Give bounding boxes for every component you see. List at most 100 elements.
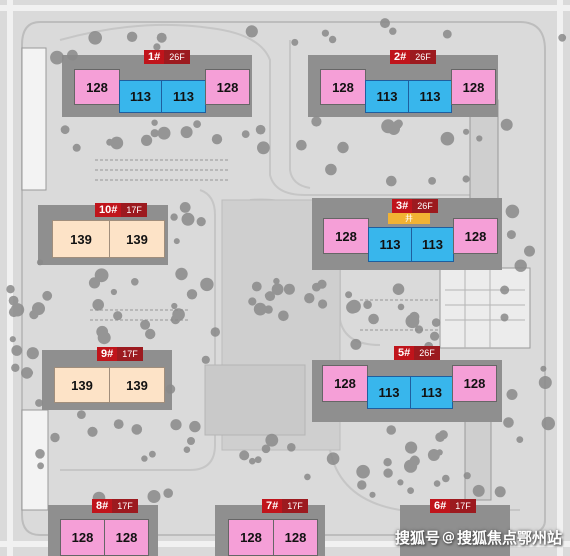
tree: [296, 139, 307, 151]
building-number: 1#: [144, 50, 165, 64]
tree: [126, 31, 138, 42]
building-8-unit: 128: [60, 519, 105, 556]
building-number: 6#: [430, 499, 451, 513]
tree: [35, 449, 45, 459]
tree: [180, 126, 193, 139]
tree: [241, 130, 250, 139]
building-9-label: 9# 17F: [97, 347, 143, 361]
building-1-unit: 113: [119, 80, 162, 113]
floor-count: 26F: [412, 199, 438, 213]
tree: [35, 399, 43, 407]
tree: [383, 468, 393, 478]
tree: [9, 336, 16, 343]
tree: [428, 177, 436, 185]
tree: [345, 291, 353, 299]
tree: [350, 338, 362, 350]
tree: [397, 479, 404, 486]
tree: [171, 302, 178, 310]
tree: [147, 490, 161, 503]
tree: [183, 446, 191, 454]
tree: [254, 456, 262, 464]
tree: [110, 288, 117, 296]
tree: [36, 259, 44, 266]
club-building-lines: [445, 268, 525, 348]
floor-count: 26F: [410, 50, 436, 64]
tree: [145, 328, 156, 340]
parking-stripes: [90, 309, 190, 321]
tree: [151, 119, 158, 126]
tree: [462, 175, 470, 183]
building-5-unit: 113: [410, 376, 453, 409]
tree: [541, 416, 555, 431]
tree: [186, 289, 198, 300]
tree: [500, 285, 510, 295]
tree: [393, 120, 403, 129]
tree: [318, 299, 328, 309]
tree: [96, 325, 109, 338]
tree: [211, 134, 223, 145]
tree: [436, 449, 443, 456]
floor-count: 26F: [164, 50, 190, 64]
building-footprint: [400, 505, 510, 556]
building-3-unit: 128: [453, 218, 498, 254]
building-3-label: 3# 26F: [392, 199, 438, 213]
building-number: 3#: [392, 199, 413, 213]
tree: [251, 281, 262, 292]
building-8-unit: 128: [104, 519, 149, 556]
stairwell-marker: 井: [388, 213, 430, 224]
tree: [409, 311, 420, 322]
tree: [273, 277, 280, 285]
watermark-account: 搜狐号: [394, 529, 440, 547]
tree: [50, 432, 60, 443]
tree: [524, 245, 535, 257]
tree: [11, 345, 23, 356]
building-1-unit: 113: [161, 80, 206, 113]
tree: [505, 204, 520, 219]
tree: [265, 433, 279, 447]
tree: [201, 355, 210, 364]
tree: [283, 283, 295, 295]
tree: [29, 310, 39, 320]
tree: [442, 474, 450, 483]
tree: [153, 43, 161, 51]
tree: [430, 331, 440, 341]
tree: [369, 491, 376, 498]
tree: [26, 347, 39, 360]
tree: [431, 318, 441, 327]
tree: [407, 487, 414, 494]
tree: [356, 464, 370, 479]
tree: [149, 450, 156, 458]
tree: [88, 31, 102, 45]
watermark-separator: @: [441, 530, 455, 545]
tree: [157, 126, 171, 140]
tree: [163, 488, 173, 499]
tree: [386, 425, 397, 435]
tree: [181, 212, 195, 226]
tree: [500, 118, 513, 131]
tree: [442, 29, 452, 39]
building-number: 8#: [92, 499, 113, 513]
tree: [37, 462, 44, 470]
tree: [170, 419, 182, 431]
tree: [110, 136, 124, 150]
tree: [26, 369, 34, 376]
building-8-label: 8# 17F: [92, 499, 138, 513]
tree: [506, 230, 516, 240]
tree: [113, 311, 123, 321]
internal-path: [289, 40, 311, 189]
building-number: 2#: [390, 50, 411, 64]
tree: [60, 125, 70, 135]
tree: [170, 213, 178, 221]
tree: [514, 259, 527, 272]
building-5-unit: 113: [367, 376, 411, 409]
building-3-unit: 113: [411, 227, 454, 262]
tree: [261, 444, 271, 454]
building-9-unit: 139: [109, 367, 165, 403]
tree: [88, 277, 101, 289]
floor-count: 17F: [112, 499, 138, 513]
tree: [141, 455, 148, 462]
tree: [175, 312, 183, 320]
tree: [326, 452, 340, 466]
tree: [311, 116, 322, 127]
